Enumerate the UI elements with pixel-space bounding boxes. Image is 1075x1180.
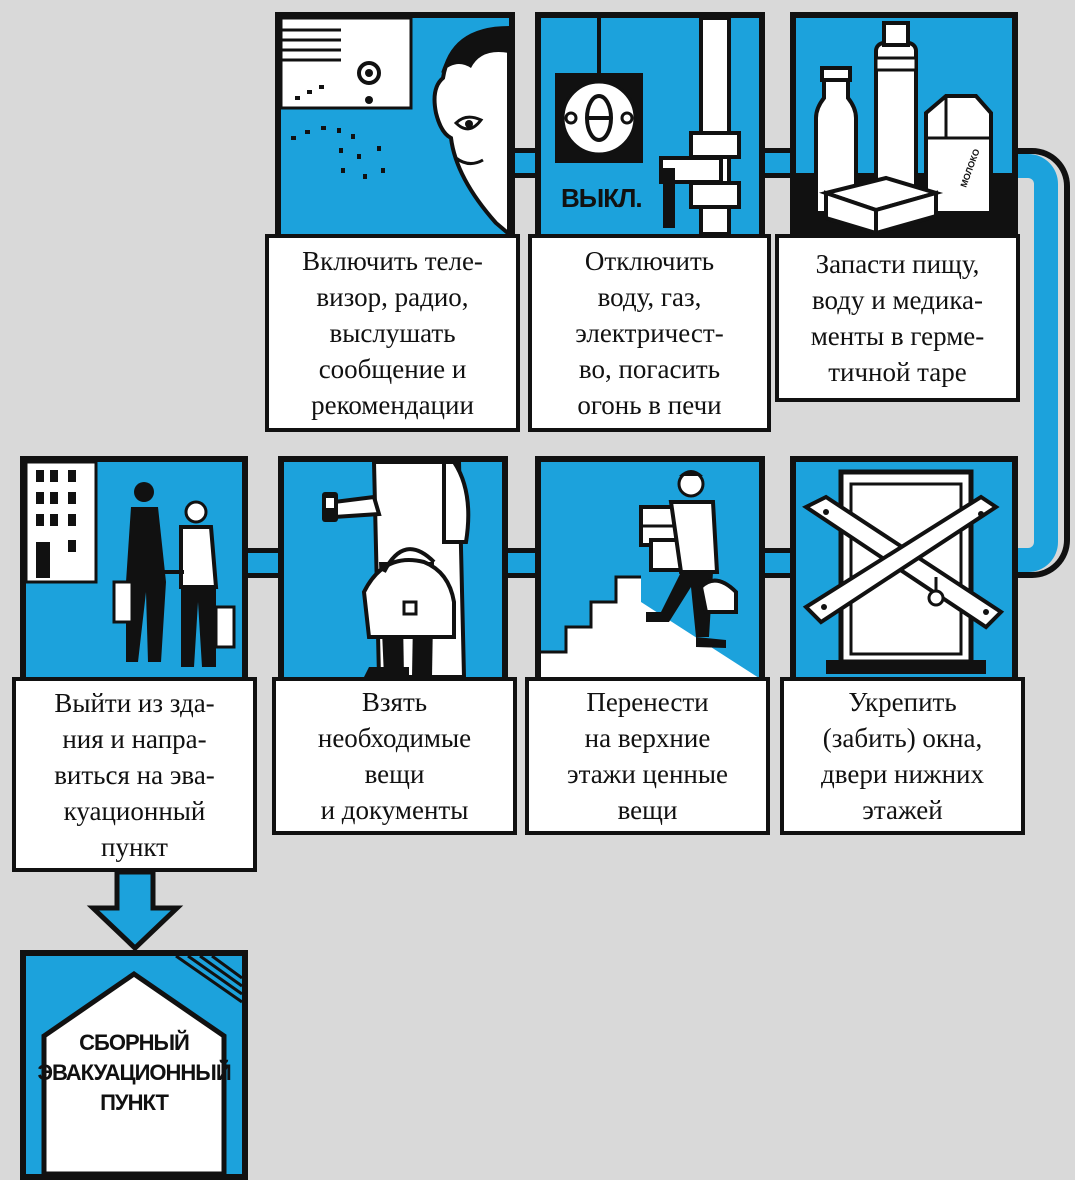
step-7-illustration <box>20 456 248 684</box>
tv-radio-listening-icon <box>281 18 509 234</box>
carry-upstairs-icon <box>541 470 759 678</box>
boarded-door-icon <box>802 469 1005 674</box>
step-2-illustration: ВЫКЛ. <box>535 12 765 240</box>
arrow-down-icon <box>86 872 184 952</box>
step-7-caption: Выйти из зда- ния и напра- виться на эва… <box>12 677 257 872</box>
leave-building-icon <box>26 462 236 667</box>
step-6-illustration <box>278 456 508 684</box>
step-4-illustration <box>790 456 1018 684</box>
off-switch-label: ВЫКЛ. <box>561 183 643 213</box>
step-5-caption: Перенести на верхние этажи ценные вещи <box>525 677 770 835</box>
step-4-caption: Укрепить (забить) окна, двери нижних эта… <box>780 677 1025 835</box>
assembly-point-label: СБОРНЫЙ ЭВАКУАЦИОННЫЙ ПУНКТ <box>37 1030 231 1115</box>
connector-3-4-curve <box>1000 148 1070 578</box>
take-documents-icon <box>322 462 471 678</box>
food-water-supplies-icon: МОЛОКО <box>796 21 1012 234</box>
step-3-caption: Запасти пищу, воду и медика- менты в гер… <box>775 234 1020 402</box>
step-2-caption: Отключить воду, газ, электричест- во, по… <box>528 234 771 432</box>
utilities-switch-off-icon <box>555 18 741 234</box>
step-6-caption: Взять необходимые вещи и документы <box>272 677 517 835</box>
step-1-caption: Включить теле- визор, радио, выслушать с… <box>265 234 520 432</box>
step-5-illustration <box>535 456 765 684</box>
step-1-illustration <box>275 12 515 240</box>
assembly-point: СБОРНЫЙ ЭВАКУАЦИОННЫЙ ПУНКТ <box>20 950 248 1180</box>
evacuation-point-icon <box>41 956 242 1174</box>
step-3-illustration: МОЛОКО <box>790 12 1018 240</box>
